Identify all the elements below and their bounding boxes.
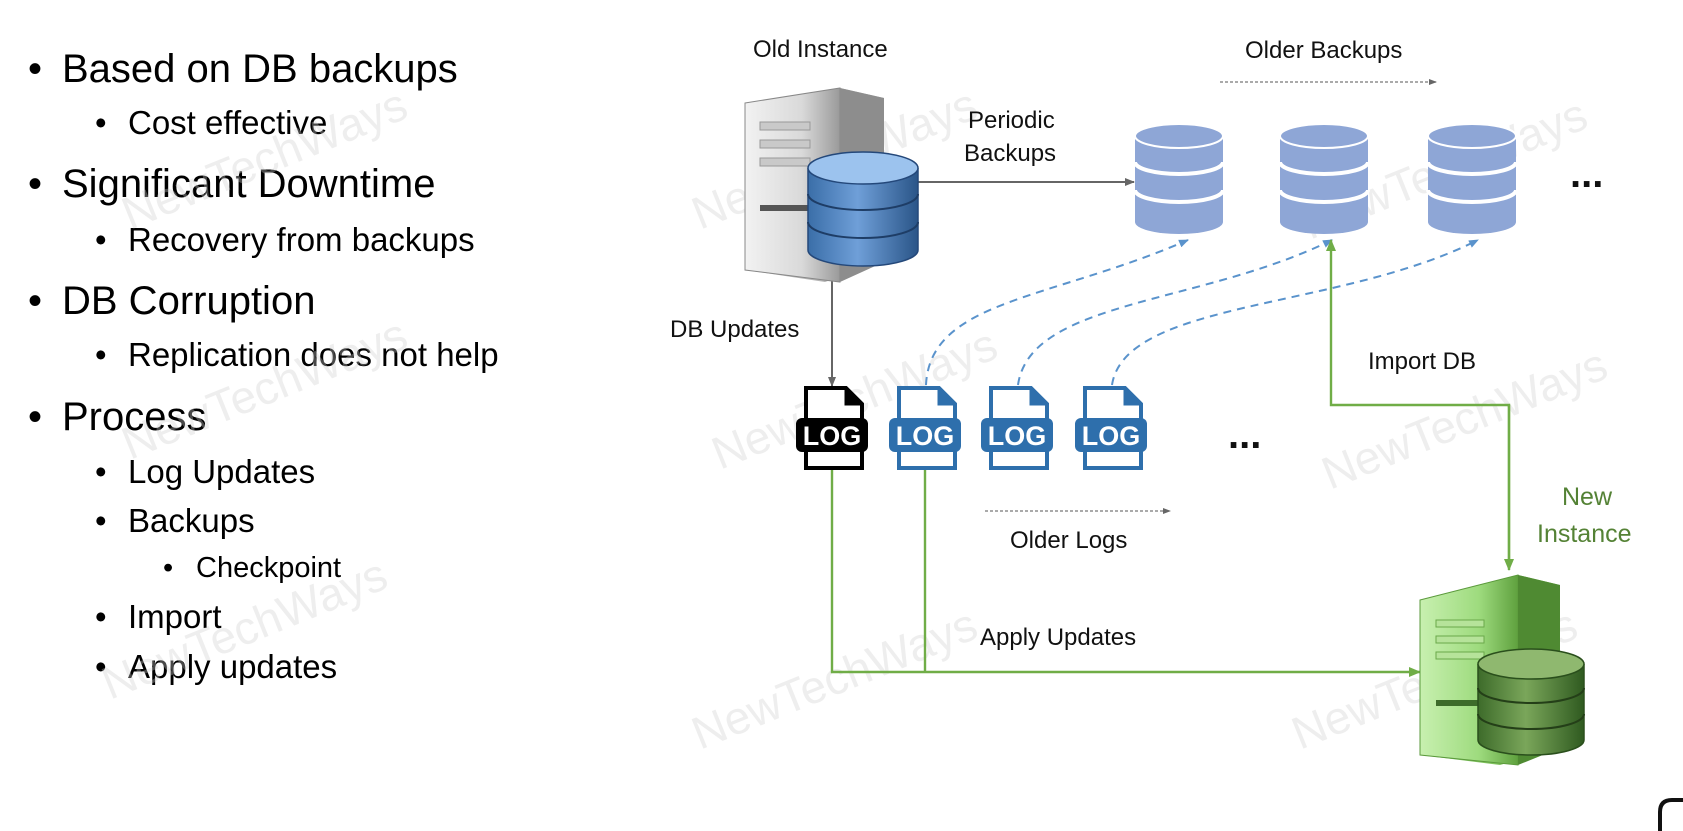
backup-database-icon [1278, 123, 1370, 234]
bullet-item: •Backups [95, 502, 255, 539]
old-instance-label: Old Instance [753, 36, 888, 63]
import-db-label: Import DB [1368, 348, 1476, 375]
log-to-backup-link [925, 239, 1189, 386]
bullet-list: •Based on DB backups •Cost effective •Si… [0, 0, 640, 831]
log-label: LOG [803, 421, 862, 451]
watermark: NewTechWays [94, 548, 394, 710]
backup-database-icon [1133, 123, 1225, 234]
watermark: NewTechWays [114, 78, 414, 240]
bullet-item: •Recovery from backups [95, 221, 475, 258]
bullet-item: •Significant Downtime [28, 162, 436, 206]
bullet-item: •DB Corruption [28, 279, 316, 323]
log-label: LOG [896, 421, 955, 451]
log-file-icon: LOG [981, 386, 1053, 470]
watermark: NewTechWays [114, 308, 414, 470]
log-to-backup-link [1017, 239, 1333, 386]
log-label: LOG [988, 421, 1047, 451]
log-to-backup-link [1111, 239, 1479, 386]
periodic-backups-label: Periodic [968, 107, 1055, 134]
bullet-item: •Apply updates [95, 648, 338, 685]
new-instance-label: New [1562, 483, 1613, 511]
import-db-arrow [1326, 239, 1511, 568]
bullet-item: •Checkpoint [163, 552, 342, 584]
backup-database-icon [1426, 123, 1518, 234]
periodic-backups-label: Backups [964, 140, 1056, 167]
new-instance-database-icon [1477, 648, 1585, 756]
older-logs-label: Older Logs [1010, 527, 1127, 554]
corner-logo-icon [1658, 798, 1683, 831]
backups-ellipsis: ... [1570, 152, 1603, 196]
logs-ellipsis: ... [1228, 413, 1261, 457]
log-file-icon: LOG [796, 386, 868, 470]
log-file-icon: LOG [1075, 386, 1147, 470]
bullet-item: •Process [28, 395, 207, 439]
bullet-item: •Import [95, 598, 222, 635]
bullet-item: •Replication does not help [95, 336, 499, 373]
db-updates-label: DB Updates [670, 316, 799, 343]
new-instance-label: Instance [1537, 520, 1632, 548]
bullet-item: •Log Updates [95, 453, 316, 490]
log-label: LOG [1082, 421, 1141, 451]
old-instance-database-icon [807, 151, 919, 267]
apply-updates-label: Apply Updates [980, 624, 1136, 651]
older-backups-label: Older Backups [1245, 37, 1402, 64]
bullet-item: •Based on DB backups [28, 47, 458, 91]
watermark: NewTechWays [684, 598, 984, 760]
log-file-icon: LOG [889, 386, 961, 470]
bullet-item: •Cost effective [95, 104, 328, 141]
apply-updates-arrow [830, 470, 1421, 677]
